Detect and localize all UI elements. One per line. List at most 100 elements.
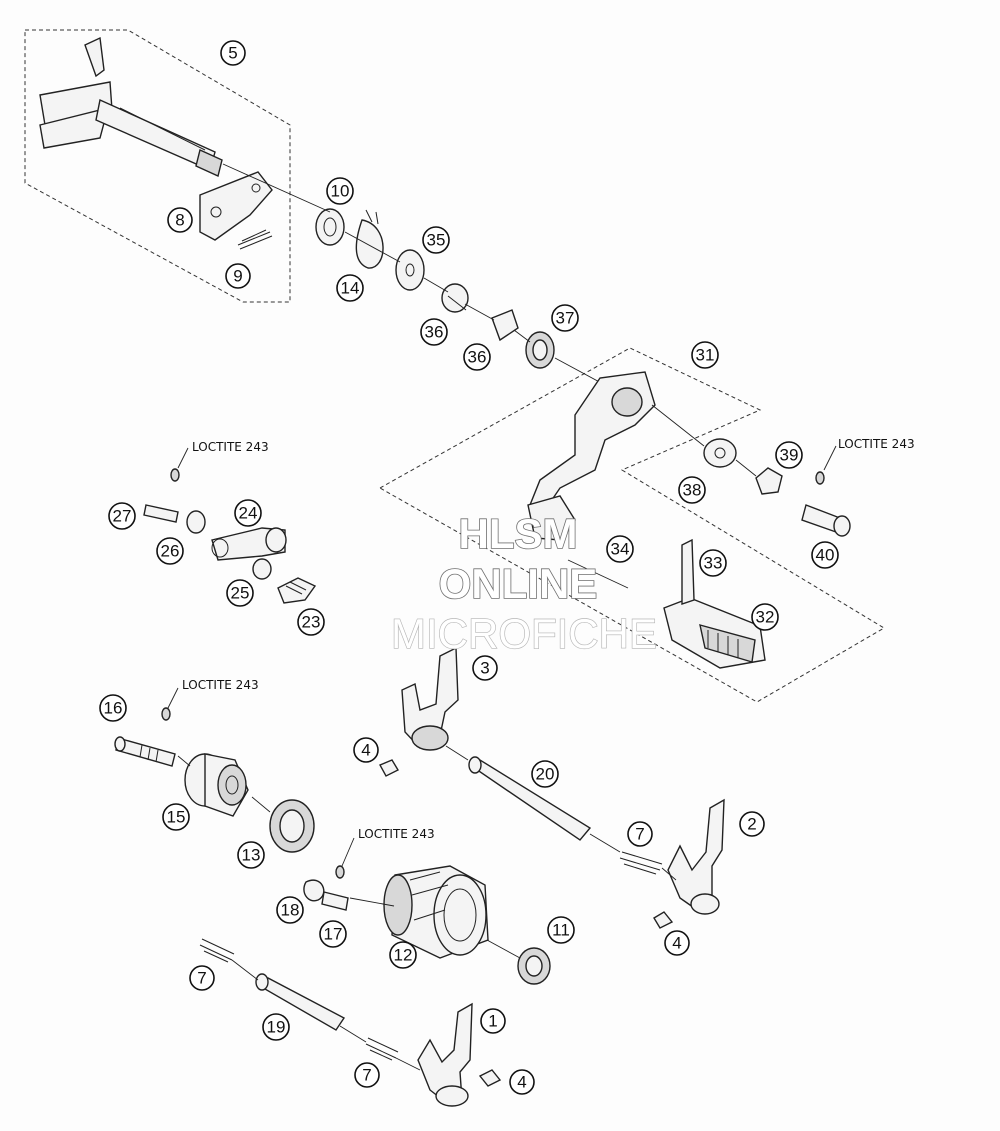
callout-circle (189, 965, 215, 991)
roller-25 (252, 558, 272, 580)
callout-20: 20 (531, 760, 559, 788)
callout-40: 40 (811, 541, 839, 569)
callout-circle (627, 821, 653, 847)
callout-25: 25 (226, 579, 254, 607)
callout-number: 38 (683, 481, 702, 500)
callout-circle (389, 941, 417, 969)
shift-drum-12 (383, 865, 489, 959)
loctite-note-3: LOCTITE 243 (167, 678, 259, 709)
callout-36a: 36 (420, 318, 448, 346)
callout-number: 18 (281, 901, 300, 920)
callout-number: 19 (267, 1018, 286, 1037)
callout-9: 9 (225, 263, 251, 289)
spring-7c (365, 1037, 399, 1061)
callout-33: 33 (699, 549, 727, 577)
callout-number: 14 (341, 279, 360, 298)
watermark: HLSM ONLINE MICROFICHE (390, 509, 657, 657)
callout-19: 19 (262, 1013, 290, 1041)
callout-26: 26 (156, 537, 184, 565)
callout-31: 31 (691, 341, 719, 369)
callout-number: 27 (113, 507, 132, 526)
clip-18 (303, 879, 325, 902)
callout-7b: 7 (627, 821, 653, 847)
callout-number: 31 (696, 346, 715, 365)
loctite-note-1-text: LOCTITE 243 (192, 440, 269, 454)
callout-5: 5 (220, 40, 246, 66)
shift-spring-clip (355, 209, 384, 269)
callout-number: 13 (242, 846, 261, 865)
callout-number: 10 (331, 182, 350, 201)
callout-number: 15 (167, 808, 186, 827)
fork-shaft-20 (468, 756, 592, 841)
shift-lever (527, 371, 656, 541)
callout-number: 17 (324, 925, 343, 944)
callout-number: 20 (536, 765, 555, 784)
callout-circle (108, 502, 136, 530)
callout-number: 40 (816, 546, 835, 565)
shift-shaft (39, 36, 223, 177)
pin-4b (653, 911, 674, 929)
callout-2: 2 (739, 811, 765, 837)
bushing-36b (491, 309, 519, 342)
callout-12: 12 (389, 941, 417, 969)
callout-number: 34 (611, 540, 630, 559)
callout-circle (811, 541, 839, 569)
shift-fork-2 (667, 798, 725, 915)
callout-8: 8 (167, 207, 193, 233)
shift-plate (199, 171, 273, 241)
callout-number: 23 (302, 613, 321, 632)
callout-circle (319, 920, 347, 948)
callout-circle (751, 603, 779, 631)
callout-number: 9 (233, 267, 242, 286)
nut-39 (755, 467, 783, 495)
callout-number: 36 (425, 323, 444, 342)
callout-circle (472, 655, 498, 681)
callout-circle (226, 579, 254, 607)
callout-circle (234, 499, 262, 527)
callout-circle (678, 476, 706, 504)
callout-circle (237, 841, 265, 869)
callout-number: 33 (704, 554, 723, 573)
callout-circle (262, 1013, 290, 1041)
callout-number: 11 (552, 921, 570, 940)
callout-circle (739, 811, 765, 837)
callout-18: 18 (276, 896, 304, 924)
pin-4c (478, 1069, 502, 1087)
callout-number: 4 (672, 934, 681, 953)
callout-39: 39 (775, 441, 803, 469)
bearing-37 (525, 331, 555, 369)
callout-circle (225, 263, 251, 289)
callout-circle (420, 318, 448, 346)
callout-27: 27 (108, 502, 136, 530)
callout-circle (480, 1008, 506, 1034)
shift-collar (315, 208, 345, 246)
washer-35 (395, 249, 425, 291)
shift-shaft-group-outline (24, 29, 291, 303)
callout-1: 1 (480, 1008, 506, 1034)
callout-circle (156, 537, 184, 565)
lever-24 (211, 527, 287, 561)
callout-circle (606, 535, 634, 563)
callout-number: 3 (480, 659, 489, 678)
callout-number: 39 (780, 446, 799, 465)
callout-number: 35 (427, 231, 446, 250)
spring-23 (277, 577, 317, 604)
drum-locator-15 (184, 753, 249, 817)
callout-circle (326, 177, 354, 205)
bushing-36a (441, 283, 469, 313)
callout-24: 24 (234, 499, 262, 527)
callout-number: 37 (556, 309, 575, 328)
bearing-13 (269, 799, 315, 853)
watermark-line3: MICROFICHE (391, 610, 657, 657)
loctite-note-2-text: LOCTITE 243 (838, 437, 915, 451)
callout-number: 32 (756, 608, 775, 627)
callouts: 5 8 9 10 14 35 36 36 37 31 39 38 40 34 3… (99, 40, 839, 1095)
callout-circle (775, 441, 803, 469)
washer-38 (703, 438, 737, 468)
pin-4a (379, 759, 399, 777)
shift-fork-1 (417, 1002, 473, 1107)
washer-26 (186, 510, 206, 534)
callout-circle (220, 40, 246, 66)
callout-circle (336, 274, 364, 302)
callout-circle (353, 737, 379, 763)
